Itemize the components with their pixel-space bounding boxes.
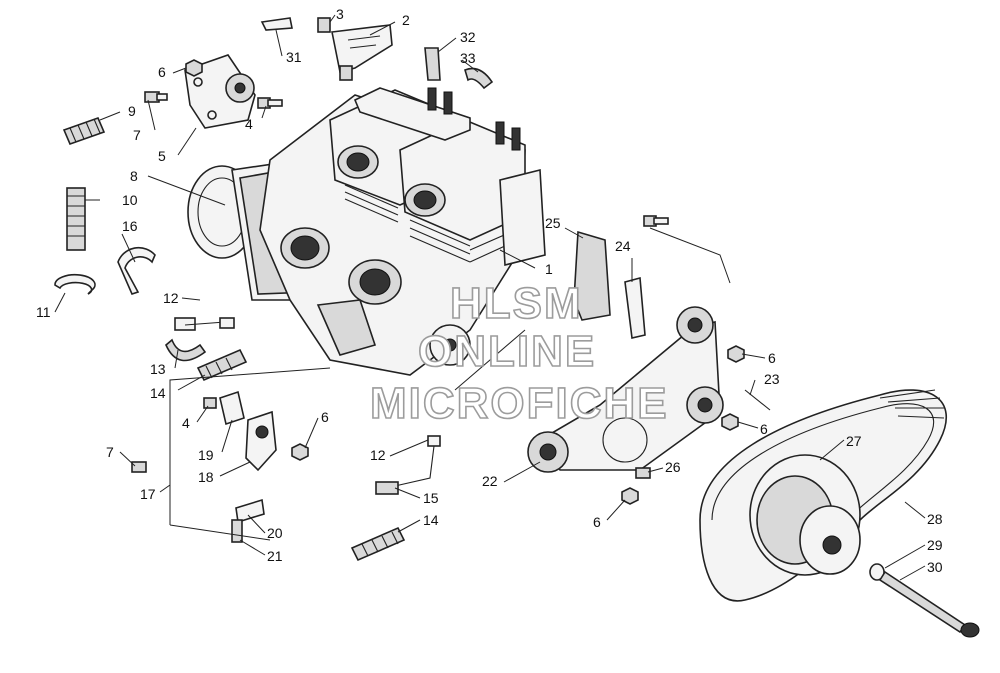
callout-13: 13 xyxy=(150,361,166,377)
callout-15: 15 xyxy=(423,490,439,506)
callout-14-center: 14 xyxy=(423,512,439,528)
callout-19: 19 xyxy=(198,447,214,463)
engine-assembly xyxy=(187,87,546,376)
bolt-7-icon xyxy=(144,91,168,103)
callout-17: 17 xyxy=(140,486,156,502)
callout-29: 29 xyxy=(927,537,943,553)
nut-6-right-icons xyxy=(621,345,745,505)
bolt-4-top-icon xyxy=(257,97,283,109)
hose-32-icon xyxy=(424,47,441,81)
callout-25: 25 xyxy=(545,215,561,231)
clip-3-icon xyxy=(317,17,331,33)
callout-4-top: 4 xyxy=(245,116,253,132)
hose-assembly-12-13 xyxy=(165,317,235,362)
callout-7-lower: 7 xyxy=(106,444,114,460)
callout-6-right-a: 6 xyxy=(768,350,776,366)
callout-4-lower: 4 xyxy=(182,415,190,431)
bolt-7-lower-icon xyxy=(131,461,147,473)
spring-14a-icon xyxy=(196,348,248,382)
support-bracket-24 xyxy=(624,276,646,339)
hose-33-icon xyxy=(464,67,494,90)
callout-14-left: 14 xyxy=(150,385,166,401)
pin-31-icon xyxy=(260,17,293,31)
callout-12-left: 12 xyxy=(163,290,179,306)
bolt-26-icon xyxy=(635,467,651,479)
callout-20: 20 xyxy=(267,525,283,541)
bolt-21-icon xyxy=(231,519,243,543)
bracket-20 xyxy=(235,498,265,524)
callout-32: 32 xyxy=(460,29,476,45)
watermark-line-2: ONLINE xyxy=(418,327,596,376)
clutch-27 xyxy=(749,454,861,576)
spring-10-icon xyxy=(66,187,86,251)
callout-7-top: 7 xyxy=(133,127,141,143)
spring-9-icon xyxy=(62,116,106,146)
bracket-2-icon xyxy=(331,24,393,81)
callout-labels: 1 2 3 4 4 5 6 6 6 6 6 7 7 8 9 10 11 12 1… xyxy=(36,6,943,575)
callout-22: 22 xyxy=(482,473,498,489)
callout-9: 9 xyxy=(128,103,136,119)
watermark-line-1: HLSM xyxy=(450,279,583,328)
callout-23: 23 xyxy=(764,371,780,387)
bolt-4-lower-icon xyxy=(203,397,217,409)
spring-14b-icon xyxy=(350,526,406,562)
pulse-valve-plate xyxy=(184,54,256,129)
leader-lines xyxy=(54,14,926,581)
callout-18: 18 xyxy=(198,469,214,485)
callout-6-bottom: 6 xyxy=(593,514,601,530)
clamp-11-icon xyxy=(54,273,96,295)
callout-28: 28 xyxy=(927,511,943,527)
engine-mount-18 xyxy=(245,410,277,472)
callout-26: 26 xyxy=(665,459,681,475)
nut-6-left-icon xyxy=(291,443,309,461)
watermark: HLSM ONLINE MICROFICHE xyxy=(369,278,669,429)
clamp-16-icon xyxy=(117,246,156,295)
pad-25 xyxy=(573,230,611,321)
watermark-line-3: MICROFICHE xyxy=(370,379,669,428)
callout-10: 10 xyxy=(122,192,138,208)
clutch-bracket-plate xyxy=(527,306,724,473)
callout-31: 31 xyxy=(286,49,302,65)
callout-6-right-b: 6 xyxy=(760,421,768,437)
callout-33: 33 xyxy=(460,50,476,66)
callout-16: 16 xyxy=(122,218,138,234)
callout-27: 27 xyxy=(846,433,862,449)
callout-24: 24 xyxy=(615,238,631,254)
callout-6-top: 6 xyxy=(158,64,166,80)
washer-29-icon xyxy=(869,563,885,581)
callout-1: 1 xyxy=(545,261,553,277)
callout-11: 11 xyxy=(36,304,51,320)
callout-8: 8 xyxy=(130,168,138,184)
callout-12-center: 12 xyxy=(370,447,386,463)
bolt-30-icon xyxy=(878,570,980,638)
callout-2: 2 xyxy=(402,12,410,28)
callout-6-left: 6 xyxy=(321,409,329,425)
mount-bracket-19 xyxy=(219,390,245,426)
nut-6-top-icon xyxy=(185,59,203,77)
callout-3: 3 xyxy=(336,6,344,22)
callout-30: 30 xyxy=(927,559,943,575)
callout-5: 5 xyxy=(158,148,166,164)
hose-assembly-12-15 xyxy=(375,435,441,495)
callout-21: 21 xyxy=(267,548,283,564)
bolt-top-right-icon xyxy=(643,215,669,227)
pin-23-icon xyxy=(744,389,771,411)
